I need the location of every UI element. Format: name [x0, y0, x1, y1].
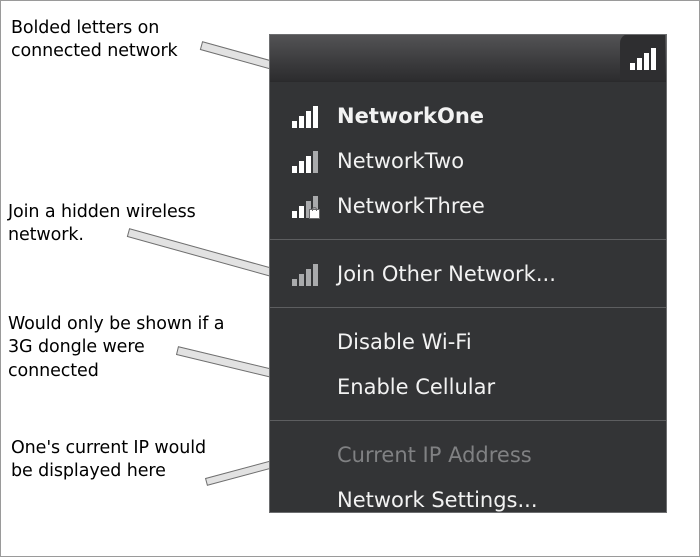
menu-item-label: Disable Wi-Fi	[337, 329, 472, 354]
menu-item-label: Current IP Address	[337, 442, 532, 467]
annotation-3g-dongle: Would only be shown if a 3G dongle were …	[8, 314, 225, 381]
menu-item-label: Network Settings...	[337, 487, 538, 512]
menu-item-network-three[interactable]: NetworkThree	[270, 183, 666, 228]
wifi-signal-icon	[292, 105, 318, 128]
menu-item-label: Enable Cellular	[337, 374, 496, 399]
wifi-signal-icon	[629, 48, 656, 70]
menu-item-enable-cellular[interactable]: Enable Cellular	[270, 364, 666, 409]
menu-item-label: Join Other Network...	[337, 261, 556, 286]
menu-item-network-settings[interactable]: Network Settings...	[270, 477, 666, 512]
menu-item-label: NetworkThree	[337, 193, 485, 218]
group-spacer	[270, 296, 666, 307]
wifi-signal-icon	[292, 150, 318, 173]
wifi-menu-panel: NetworkOne NetworkTwo NetworkThree	[269, 34, 667, 513]
lock-icon	[309, 206, 320, 219]
menu-item-join-other-network[interactable]: Join Other Network...	[270, 251, 666, 296]
menu-item-label: NetworkOne	[337, 103, 485, 128]
menu-separator	[270, 420, 666, 421]
statusbar-wifi-button[interactable]	[620, 35, 665, 80]
group-spacer	[270, 228, 666, 239]
menu-item-current-ip-address: Current IP Address	[270, 432, 666, 477]
menu-separator	[270, 307, 666, 308]
group-spacer	[270, 240, 666, 251]
annotation-bolded-connected: Bolded letters on connected network	[11, 18, 178, 62]
icon-slot	[292, 104, 337, 128]
menu-item-network-one[interactable]: NetworkOne	[270, 93, 666, 138]
menubar-strip	[270, 35, 666, 82]
group-spacer	[270, 308, 666, 319]
group-spacer	[270, 82, 666, 93]
group-spacer	[270, 421, 666, 432]
annotation-current-ip: One's current IP would be displayed here	[11, 438, 206, 482]
menu-item-label: NetworkTwo	[337, 148, 465, 173]
icon-slot	[292, 262, 337, 286]
menu-separator	[270, 239, 666, 240]
menu-item-network-two[interactable]: NetworkTwo	[270, 138, 666, 183]
wifi-signal-secured-icon	[292, 195, 320, 219]
wifi-signal-empty-icon	[292, 263, 318, 286]
icon-slot	[292, 194, 337, 219]
annotation-hidden-network: Join a hidden wireless network.	[8, 202, 196, 246]
group-spacer	[270, 409, 666, 420]
menu-item-disable-wifi[interactable]: Disable Wi-Fi	[270, 319, 666, 364]
icon-slot	[292, 149, 337, 173]
